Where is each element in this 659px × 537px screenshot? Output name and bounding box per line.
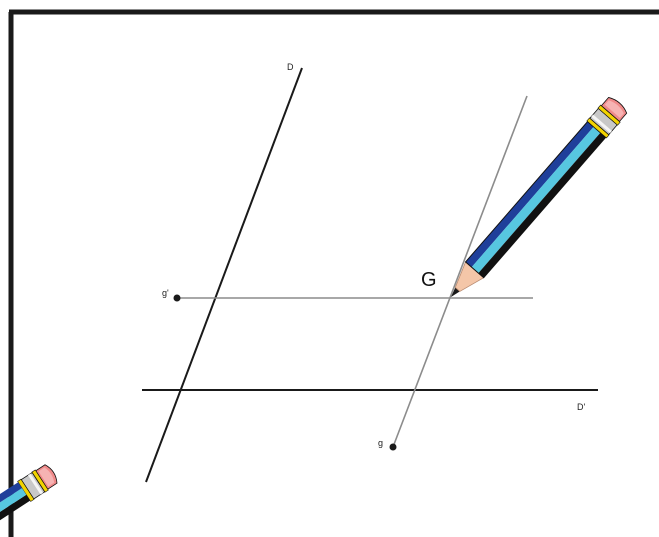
label-g: g: [378, 438, 383, 448]
point-g-prime: [173, 294, 181, 302]
label-D: D: [287, 62, 294, 72]
label-G: G: [421, 269, 437, 291]
point-g: [389, 443, 397, 451]
pencil-icon: [0, 464, 58, 537]
pencil-icon: [451, 96, 628, 297]
label-g-prime: g': [162, 288, 169, 298]
line-parallel-to-D-through-g: [392, 95, 528, 448]
line-D: [145, 67, 303, 483]
label-D-prime: D': [577, 402, 585, 412]
page-frame: [8, 9, 659, 537]
